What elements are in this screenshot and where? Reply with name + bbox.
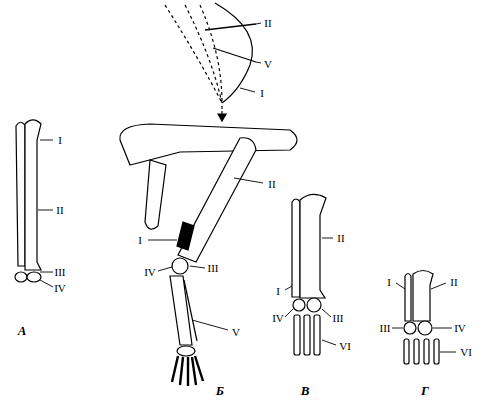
- callout-number: II: [450, 277, 457, 288]
- panel-letter: В: [301, 384, 310, 397]
- callout-number: IV: [144, 267, 156, 278]
- callout-number: II: [268, 179, 275, 190]
- panel-letter: Б: [216, 384, 224, 397]
- callout-number: I: [260, 88, 264, 99]
- callout-number: I: [138, 235, 142, 246]
- callout-number: IV: [454, 323, 466, 334]
- callout-number: II: [337, 233, 344, 244]
- callout-number: I: [387, 277, 391, 288]
- callout-number: III: [333, 313, 344, 324]
- callout-number: IV: [54, 283, 66, 294]
- callout-number: V: [232, 327, 240, 338]
- callout-number: III: [55, 267, 66, 278]
- callout-number: I: [276, 286, 280, 297]
- callout-number: III: [380, 323, 391, 334]
- panel-letter: А: [18, 324, 27, 337]
- callout-number: II: [56, 205, 63, 216]
- panel-letter: Г: [421, 384, 429, 397]
- callout-number: IV: [272, 313, 284, 324]
- leader-lines: [38, 23, 456, 352]
- callout-number: III: [208, 263, 219, 274]
- callout-number: VI: [460, 347, 472, 358]
- callout-number: VI: [339, 341, 351, 352]
- callout-number: I: [58, 135, 62, 146]
- callout-number: II: [264, 18, 271, 29]
- callout-number: V: [264, 59, 272, 70]
